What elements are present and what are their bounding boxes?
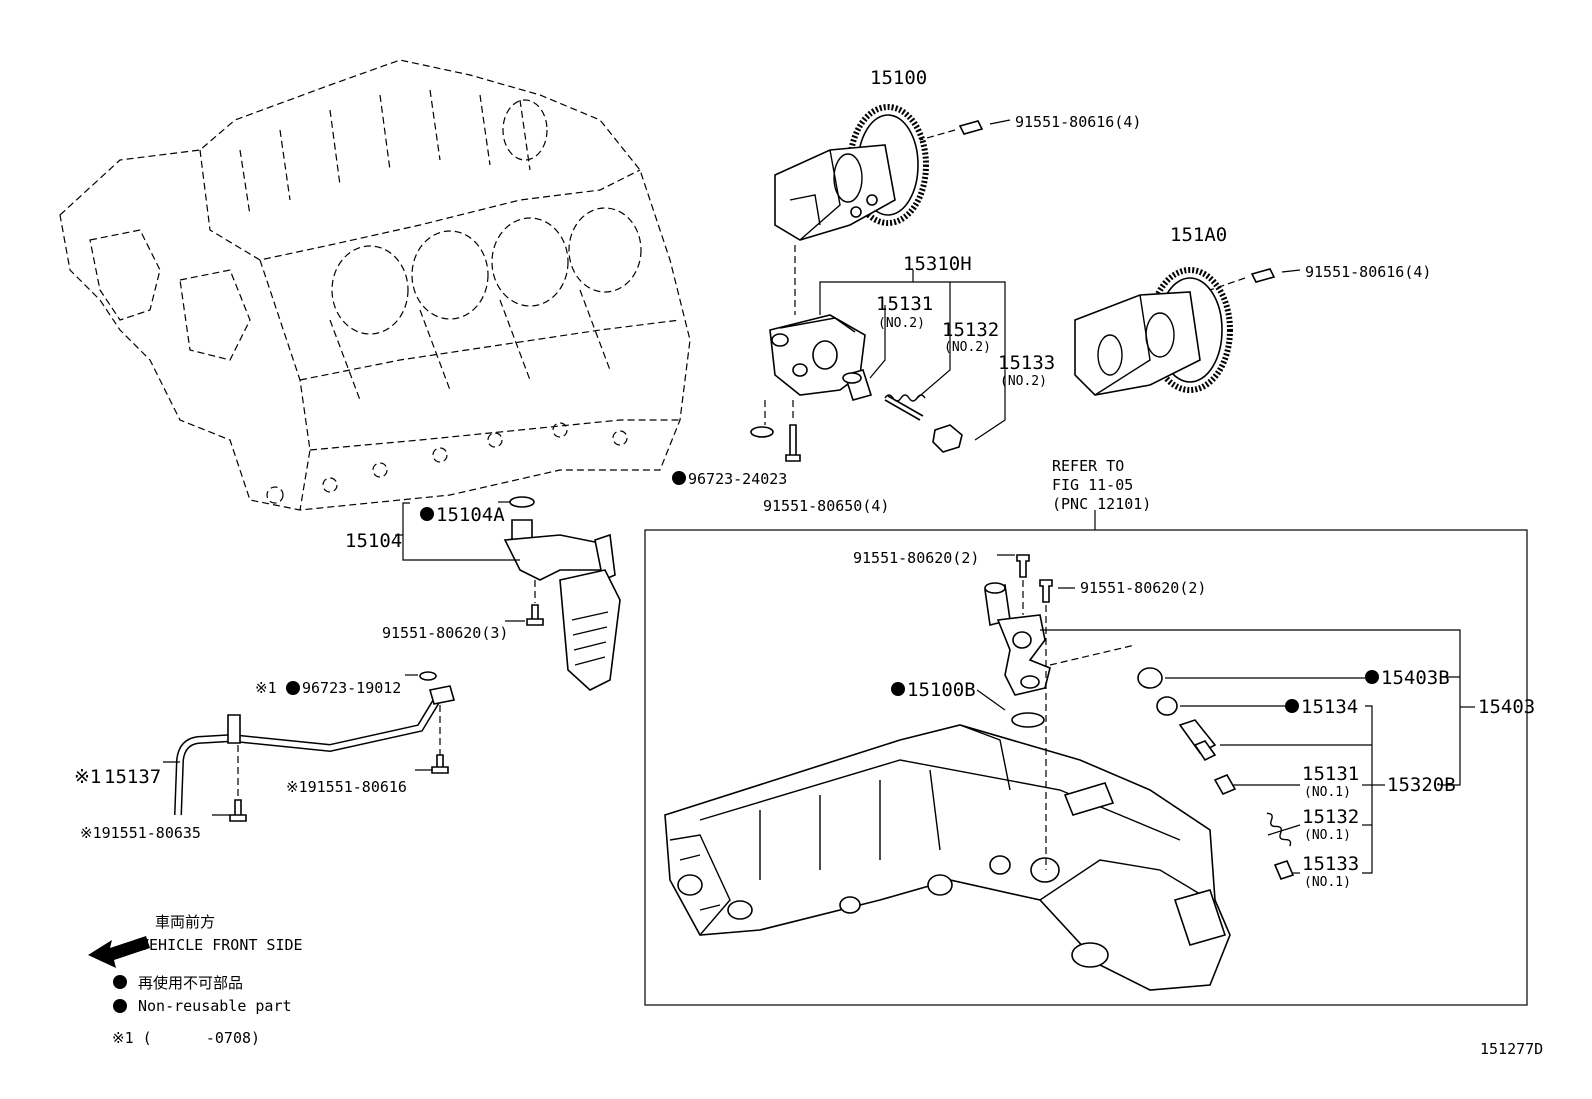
bolt-icon	[526, 604, 544, 626]
non-reusable-icon	[286, 681, 300, 695]
oil-pipe-15137-illustration	[174, 671, 456, 816]
oil-filter-bracket-illustration	[984, 582, 1051, 696]
filled-circle-icon	[113, 975, 127, 989]
label-15133-no1: 15133	[1302, 853, 1359, 875]
label-no2-b: (NO.2)	[944, 340, 991, 355]
label-91551-80620-2a: 91551-80620(2)	[853, 549, 979, 567]
non-reusable-icon	[672, 471, 686, 485]
non-reusable-icon	[1285, 699, 1299, 713]
label-91551-80650: 91551-80650(4)	[763, 497, 889, 515]
label-15131-no2: 15131	[876, 293, 933, 315]
label-refer-line2: FIG 11-05	[1052, 476, 1133, 494]
legend-note-1: ※1 ( -0708)	[112, 1029, 260, 1047]
label-15100: 15100	[870, 67, 927, 89]
label-91551-80635: ※191551-80635	[80, 824, 201, 842]
bolt-icon	[1250, 268, 1276, 283]
non-reusable-icon	[1365, 670, 1379, 684]
label-15131-no1: 15131	[1302, 763, 1359, 785]
arrow-left-icon	[88, 936, 150, 968]
label-91551-80616-single: ※191551-80616	[286, 778, 407, 796]
bolt-icon	[1039, 579, 1053, 603]
label-15100B: 15100B	[907, 679, 976, 701]
label-bolt-91551-80616-top: 91551-80616(4)	[1015, 113, 1141, 131]
label-15132-no2: 15132	[942, 319, 999, 341]
label-15104A: 15104A	[436, 504, 505, 526]
label-15320B: 15320B	[1387, 774, 1456, 796]
oil-strainer-illustration	[503, 496, 621, 691]
legend-front-en: VEHICLE FRONT SIDE	[140, 936, 303, 954]
label-91551-80620-2b: 91551-80620(2)	[1080, 579, 1206, 597]
label-96723-24023: 96723-24023	[688, 470, 787, 488]
label-96723-19012: 96723-19012	[302, 679, 401, 697]
oil-pump-15100-illustration	[774, 104, 929, 241]
label-no2-c: (NO.2)	[1000, 374, 1047, 389]
bolt-icon	[1016, 554, 1030, 578]
label-15137: 15137	[104, 766, 161, 788]
label-15403B: 15403B	[1381, 667, 1450, 689]
legend-front-jp: 車両前方	[155, 913, 215, 931]
o-ring-icon	[750, 426, 774, 438]
legend: 車両前方 VEHICLE FRONT SIDE 再使用不可部品 Non-reus…	[88, 913, 303, 1047]
label-96723-19012-prefix: ※1	[255, 679, 277, 697]
label-91551-80620-3: 91551-80620(3)	[382, 624, 508, 642]
label-15104: 15104	[345, 530, 402, 552]
bolt-icon	[958, 120, 984, 135]
o-ring-icon	[1137, 667, 1163, 689]
engine-block-illustration	[59, 59, 691, 511]
legend-nonreuse-jp: 再使用不可部品	[138, 974, 243, 992]
label-15403: 15403	[1478, 696, 1535, 718]
label-no1-a: (NO.1)	[1304, 785, 1351, 800]
o-ring-icon	[1011, 712, 1045, 728]
label-15134: 15134	[1301, 696, 1358, 718]
relief-valve-housing-illustration	[769, 314, 963, 453]
label-bolt-91551-80616-151A0: 91551-80616(4)	[1305, 263, 1431, 281]
label-15137-prefix: ※1	[74, 766, 101, 788]
o-ring-icon	[1156, 696, 1178, 716]
label-no1-b: (NO.1)	[1304, 828, 1351, 843]
oil-pan-illustration	[664, 724, 1231, 991]
label-15132-no1: 15132	[1302, 806, 1359, 828]
label-151A0: 151A0	[1170, 224, 1227, 246]
part-labels: 15100 91551-80616(4) 151A0 91551-80616(4…	[74, 67, 1535, 890]
label-15310H: 15310H	[903, 253, 972, 275]
label-no1-c: (NO.1)	[1304, 875, 1351, 890]
bolt-icon	[431, 754, 449, 774]
non-reusable-icon	[891, 682, 905, 696]
oil-pan-detail-frame	[644, 529, 1528, 1006]
label-refer-line1: REFER TO	[1052, 457, 1124, 475]
bolt-icon	[785, 424, 801, 462]
legend-nonreuse-en: Non-reusable part	[138, 997, 292, 1015]
label-15133-no2: 15133	[998, 352, 1055, 374]
bolt-icon	[229, 799, 247, 822]
oil-pump-151A0-illustration	[1074, 267, 1233, 396]
non-reusable-icon	[420, 507, 434, 521]
filled-circle-icon	[113, 999, 127, 1013]
figure-id: 151277D	[1480, 1040, 1543, 1058]
label-refer-line3: (PNC 12101)	[1052, 495, 1151, 513]
label-no2-a: (NO.2)	[878, 316, 925, 331]
